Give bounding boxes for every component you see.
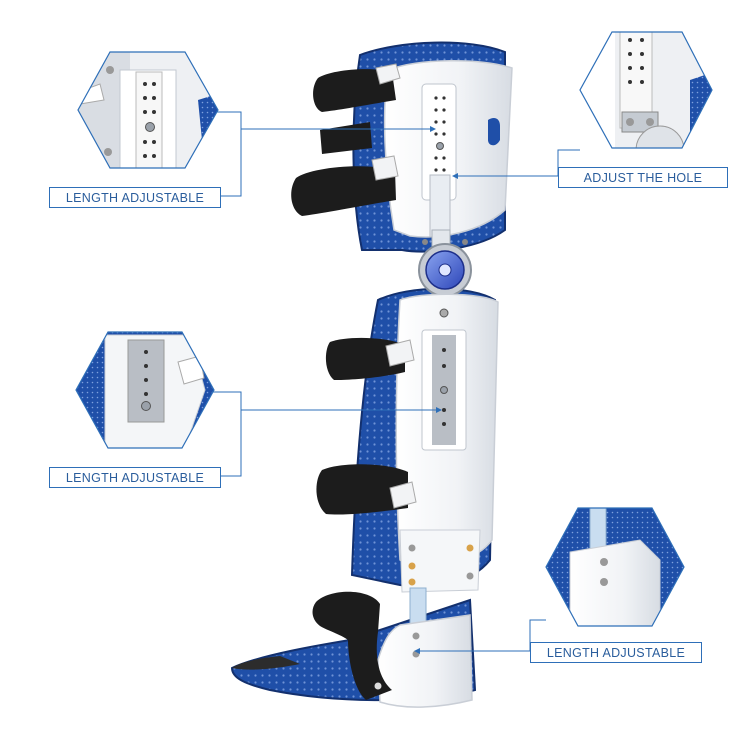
knee-brace (230, 41, 513, 708)
shin-strap-upper (325, 337, 405, 380)
toe-edge (232, 656, 300, 670)
thigh-bar (429, 174, 451, 238)
foot-shell (377, 614, 473, 708)
foot-strap (312, 591, 392, 700)
inset-ankle-detail (545, 507, 685, 627)
thigh-strap-lower (291, 166, 396, 216)
inset-shin-detail (75, 331, 215, 449)
inset-hole-detail (579, 31, 713, 149)
callout-adjust-hole: ADJUST THE HOLE (558, 167, 728, 188)
thigh-strap-upper (313, 69, 396, 112)
callout-ankle-length: LENGTH ADJUSTABLE (530, 642, 702, 663)
shin-strap-lower (316, 464, 408, 515)
inset-thigh-detail (77, 51, 219, 169)
callout-shin-length: LENGTH ADJUSTABLE (49, 467, 221, 488)
callout-thigh-length: LENGTH ADJUSTABLE (49, 187, 221, 208)
